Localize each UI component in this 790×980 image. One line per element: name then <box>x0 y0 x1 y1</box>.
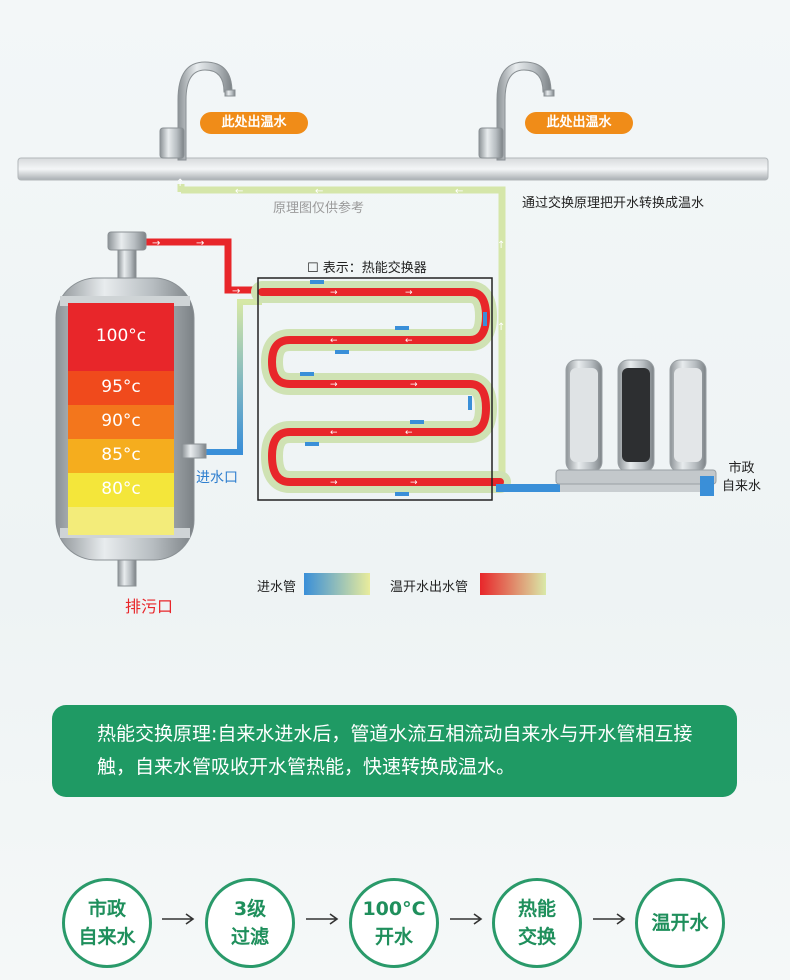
svg-text:←: ← <box>405 336 413 346</box>
main-pipe <box>17 157 769 181</box>
svg-text:←: ← <box>330 336 338 346</box>
reference-note: 原理图仅供参考 <box>273 201 365 216</box>
warm-water-tag: 此处出温水 <box>525 112 633 134</box>
svg-text:→: → <box>330 288 338 298</box>
arrow-right-icon <box>450 913 483 925</box>
temp-label: 85°c <box>101 445 141 465</box>
svg-text:←: ← <box>315 186 323 197</box>
svg-text:→: → <box>232 286 240 297</box>
heat-exchanger-coil <box>251 281 511 493</box>
svg-text:↑: ↑ <box>176 178 184 189</box>
outlet-pipe-swatch <box>480 573 546 595</box>
hot-flow-marks: → → ← ← → → ← ← → → <box>330 288 418 488</box>
svg-text:↑: ↑ <box>497 240 505 251</box>
temp-label: 90°c <box>101 411 141 431</box>
principle-box: 热能交换原理:自来水进水后，管道水流互相流动自来水与开水管相互接触，自来水管吸收… <box>52 705 737 797</box>
svg-text:→: → <box>410 478 418 488</box>
warm-water-tag: 此处出温水 <box>200 112 308 134</box>
step-warm-water: 温开水 <box>635 878 725 968</box>
inlet-pipe-swatch <box>304 573 370 595</box>
arrow-right-icon <box>162 913 195 925</box>
filter-cartridges-icon <box>555 359 717 496</box>
city-water-label: 市政自来水 <box>722 461 762 494</box>
svg-text:→: → <box>196 238 204 249</box>
svg-text:←: ← <box>235 186 243 197</box>
inlet-pipe-legend: 进水管 <box>257 580 297 595</box>
exchange-note: 通过交换原理把开水转换成温水 <box>522 196 705 211</box>
exchanger-box <box>257 277 493 501</box>
svg-text:→: → <box>410 380 418 390</box>
svg-text:→: → <box>405 288 413 298</box>
temperature-column: 100°c 95°c 90°c 85°c 80°c <box>68 303 174 535</box>
svg-text:→: → <box>152 238 160 249</box>
faucet-left-icon <box>159 61 236 161</box>
temp-label: 100°c <box>95 326 147 346</box>
svg-text:←: ← <box>455 186 463 197</box>
svg-text:←: ← <box>405 428 413 438</box>
cold-flow-marks <box>300 280 487 496</box>
inlet-label: 进水口 <box>196 470 238 486</box>
svg-text:→: → <box>330 478 338 488</box>
drain-label: 排污口 <box>125 597 174 616</box>
step-filter: 3级过滤 <box>205 878 295 968</box>
step-heat-exchange: 热能交换 <box>492 878 582 968</box>
exchanger-legend: ☐ 表示：热能交换器 <box>307 261 427 276</box>
faucet-right-icon <box>478 61 555 161</box>
outlet-pipe-legend: 温开水出水管 <box>390 580 469 595</box>
temp-label: 95°c <box>101 377 141 397</box>
step-city-water: 市政自来水 <box>62 878 152 968</box>
svg-text:↑: ↑ <box>497 322 505 333</box>
temp-label: 80°c <box>101 479 141 499</box>
svg-text:←: ← <box>330 428 338 438</box>
arrow-right-icon <box>306 913 339 925</box>
svg-text:→: → <box>330 380 338 390</box>
arrow-right-icon <box>593 913 626 925</box>
flow-arrows-top: ← ← ← ↑ ↑ ↑ <box>176 178 505 333</box>
